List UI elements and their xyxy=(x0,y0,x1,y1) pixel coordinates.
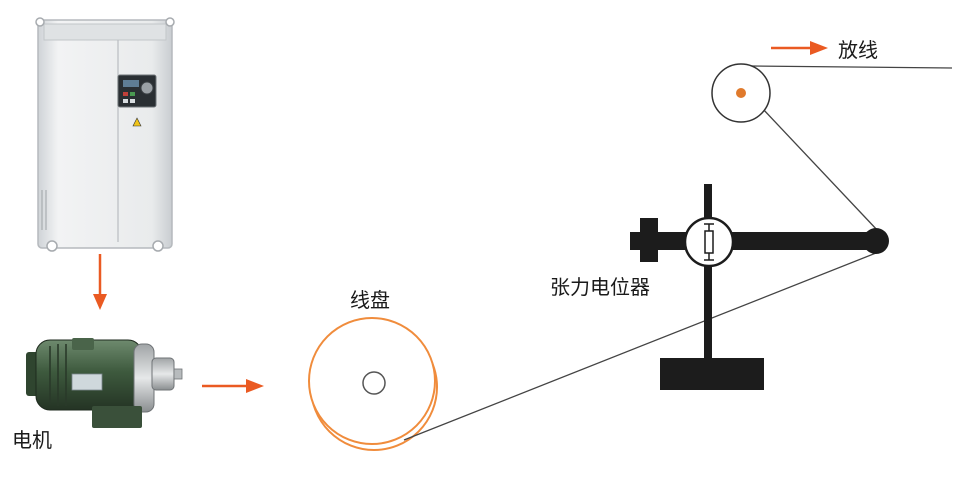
payoff-arrow-icon xyxy=(771,41,828,55)
spool-label: 线盘 xyxy=(350,288,390,312)
payoff-label: 放线 xyxy=(838,38,878,62)
right-arrow-icon xyxy=(202,379,264,393)
motor-label: 电机 xyxy=(12,428,52,452)
down-arrow-icon xyxy=(93,254,107,310)
wire-path xyxy=(403,65,953,441)
frequency-inverter-icon xyxy=(35,17,175,252)
tension-potentiometer-icon xyxy=(630,184,889,390)
tension-potentiometer-label: 张力电位器 xyxy=(550,275,650,299)
wire-spool-icon xyxy=(308,317,438,451)
resistor-symbol xyxy=(704,223,714,261)
gear-motor-icon xyxy=(26,338,183,428)
guide-pulley-icon xyxy=(711,63,771,123)
